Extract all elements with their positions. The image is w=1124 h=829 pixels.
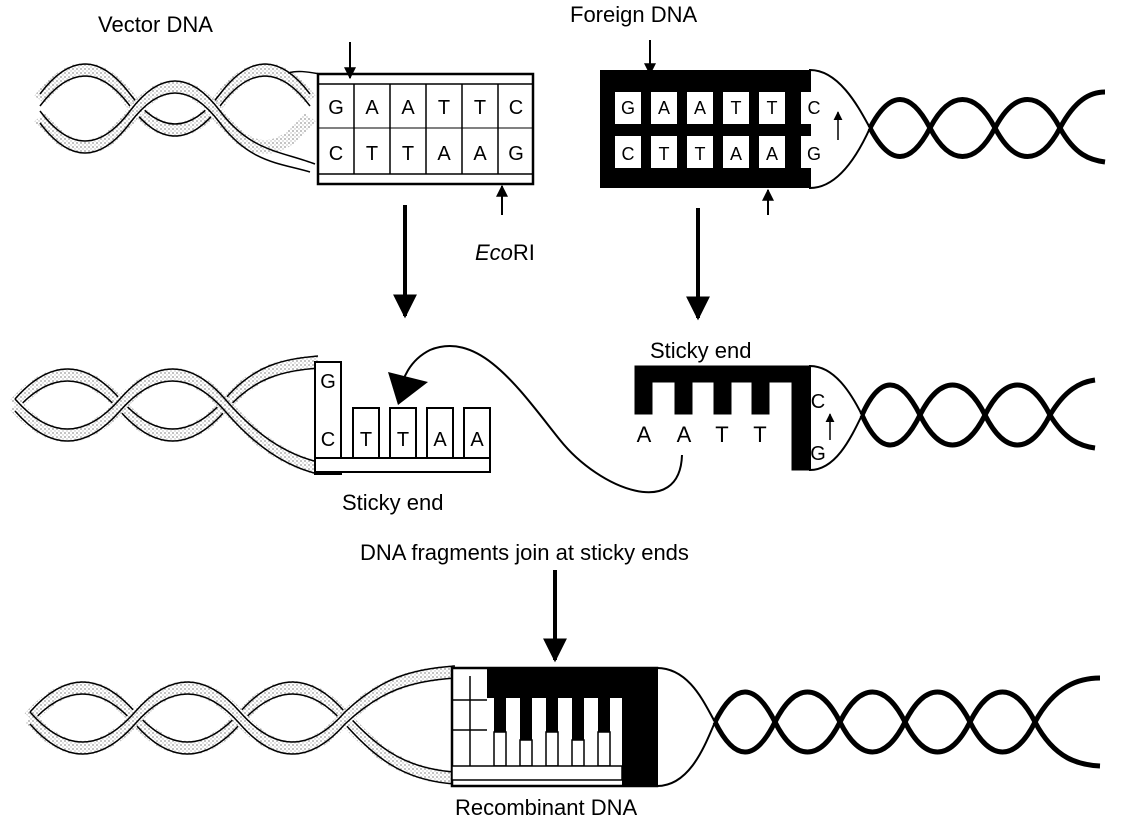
vector-sticky-letters: G C T T A A	[320, 371, 484, 451]
foreign-top-base-4: T	[767, 98, 778, 118]
foreign-bottom-tile-5	[801, 136, 827, 168]
recombinant-dna-label: Recombinant DNA	[455, 795, 638, 820]
vector-sticky-bottom-base-1: T	[360, 429, 372, 451]
recombinant-site	[450, 666, 717, 788]
vector-sticky-top-base-0: G	[320, 371, 336, 393]
vector-top-base-2: A	[401, 97, 415, 119]
foreign-dna-label: Foreign DNA	[570, 2, 698, 27]
vector-dna-label: Vector DNA	[98, 12, 213, 37]
vector-dna-helix	[34, 63, 321, 173]
foreign-bottom-tile-3	[723, 136, 749, 168]
vector-top-base-4: T	[474, 97, 486, 119]
foreign-top-strand: G A A T T C	[615, 92, 827, 168]
vector-sticky-bottom-base-4: A	[470, 429, 484, 451]
enzyme-label: EcoRI	[475, 240, 535, 266]
vector-bottom-base-1: T	[366, 143, 378, 165]
foreign-top-tile-3	[723, 92, 749, 124]
vector-top-base-0: G	[328, 97, 344, 119]
foreign-top-base-1: A	[658, 98, 670, 118]
foreign-overhang-base-2: T	[715, 422, 728, 447]
foreign-overhang-base-0: A	[637, 422, 652, 447]
foreign-overhang-base-1: A	[677, 422, 692, 447]
vector-top-base-3: T	[438, 97, 450, 119]
vector-sticky-bottom-base-3: A	[433, 429, 447, 451]
foreign-top-tile-2	[687, 92, 713, 124]
recombinant-left-helix	[24, 665, 456, 785]
foreign-bottom-tile-0	[615, 136, 641, 168]
vector-sticky-end-shape	[314, 361, 491, 475]
vector-cut-helix	[9, 355, 320, 475]
foreign-bottom-base-3: A	[730, 144, 742, 164]
foreign-bottom-base-0: C	[622, 144, 635, 164]
enzyme-label-italic: Eco	[475, 240, 513, 265]
foreign-bottom-tile-1	[651, 136, 677, 168]
transfer-arrow	[394, 345, 683, 494]
foreign-dna-helix	[867, 89, 1106, 165]
vector-top-base-1: A	[365, 97, 379, 119]
vector-bottom-base-2: T	[402, 143, 414, 165]
foreign-bottom-base-2: T	[695, 144, 706, 164]
foreign-cut-helix	[859, 377, 1096, 451]
foreign-top-base-0: G	[621, 98, 635, 118]
recombinant-right-helix	[712, 675, 1101, 769]
foreign-bottom-tile-4	[759, 136, 785, 168]
foreign-sticky-right-base-0: C	[811, 391, 825, 413]
vector-bottom-base-4: A	[473, 143, 487, 165]
vector-recognition-site	[316, 72, 535, 186]
vector-top-base-5: C	[509, 97, 523, 119]
foreign-recognition-site	[600, 68, 872, 190]
sticky-end-foreign-label: Sticky end	[650, 338, 752, 363]
vector-sticky-bottom-base-2: T	[397, 429, 409, 451]
foreign-bottom-tile-2	[687, 136, 713, 168]
vector-bottom-base-0: C	[329, 143, 343, 165]
foreign-top-tile-0	[615, 92, 641, 124]
foreign-sticky-right-base-1: G	[810, 443, 826, 465]
foreign-top-tile-1	[651, 92, 677, 124]
foreign-top-base-5: C	[808, 98, 821, 118]
foreign-top-tile-4	[759, 92, 785, 124]
foreign-bottom-base-4: A	[766, 144, 778, 164]
foreign-top-tile-5	[801, 92, 827, 124]
foreign-bottom-base-1: T	[659, 144, 670, 164]
foreign-sticky-end-shape	[634, 364, 864, 472]
foreign-overhang-base-3: T	[753, 422, 766, 447]
foreign-top-base-2: A	[694, 98, 706, 118]
foreign-bottom-base-5: G	[807, 144, 821, 164]
join-caption: DNA fragments join at sticky ends	[360, 540, 689, 565]
transfer-arrowhead	[388, 372, 428, 405]
vector-sticky-bottom-base-0: C	[321, 429, 335, 451]
sticky-end-vector-label: Sticky end	[342, 490, 444, 515]
foreign-top-base-3: T	[731, 98, 742, 118]
vector-bottom-base-3: A	[437, 143, 451, 165]
enzyme-label-rest: RI	[512, 240, 535, 265]
vector-bottom-base-5: G	[508, 143, 524, 165]
